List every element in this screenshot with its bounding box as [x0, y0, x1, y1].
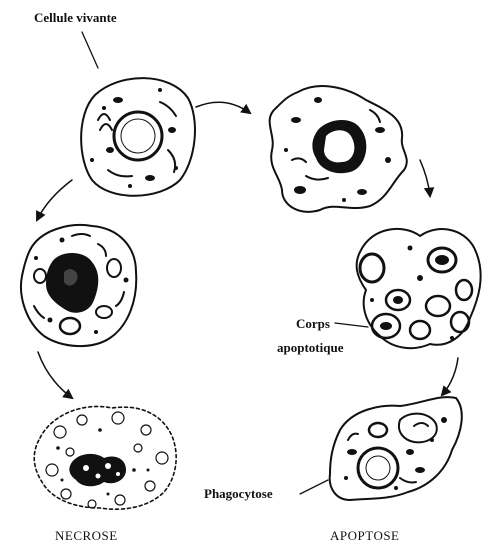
arrow-shrinking-to-fragmenting [420, 160, 430, 196]
apoptosis-stage-2-fragmenting [357, 229, 481, 348]
living-cell [81, 78, 195, 196]
leader-phagocytosis [300, 480, 328, 494]
apoptosis-stage-1-cell [270, 86, 407, 212]
leader-living-cell [82, 32, 98, 68]
label-apoptotic-bodies-line1: Corps [296, 316, 330, 331]
arrow-fragmenting-to-phagocytosed [442, 358, 458, 395]
necrosis-stage-2-lysed [34, 406, 176, 509]
label-apoptotic-bodies-line2: apoptotique [277, 340, 344, 355]
apoptosis-stage-3-phagocytosis [330, 397, 462, 500]
caption-necrosis: NECROSE [55, 528, 118, 543]
necrosis-stage-1-swelling [21, 225, 136, 346]
arrow-living-to-swelling [37, 180, 72, 220]
leader-apoptotic-bodies [335, 323, 368, 327]
arrow-swelling-to-lysed [38, 352, 72, 398]
label-living-cell: Cellule vivante [34, 10, 117, 25]
label-phagocytosis: Phagocytose [204, 486, 273, 501]
arrow-living-to-shrinking [196, 102, 250, 113]
caption-apoptosis: APOPTOSE [330, 528, 400, 543]
